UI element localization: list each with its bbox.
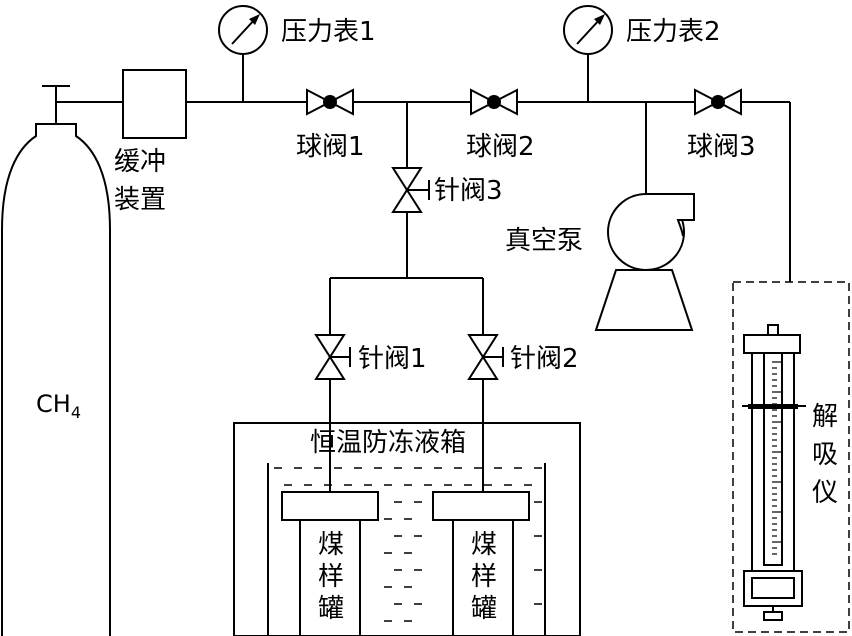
- ball-valve3-label: 球阀3: [687, 132, 756, 162]
- pump-label: 真空泵: [505, 226, 583, 256]
- desorber-char3: 仪: [812, 478, 838, 508]
- antifreeze-liquid: [274, 467, 542, 622]
- gauge1-label: 压力表1: [281, 17, 376, 47]
- desorber-char2: 吸: [812, 440, 838, 470]
- needle-valve-3: 针阀3: [391, 167, 503, 213]
- coal-tank1-char3: 罐: [318, 594, 344, 624]
- desorption-instrument: 解 吸 仪: [732, 281, 850, 633]
- buffer-label-line2: 装置: [114, 185, 166, 215]
- ball-valve1-label: 球阀1: [296, 132, 365, 162]
- needle-valve2-label: 针阀2: [510, 344, 579, 374]
- cylinder-label: CH4: [36, 390, 81, 422]
- ball-valve-2: 球阀2: [466, 88, 535, 162]
- coal-tank2-char1: 煤: [471, 530, 497, 560]
- buffer-device: 缓冲 装置: [114, 69, 187, 215]
- needle-valve1-label: 针阀1: [358, 344, 427, 374]
- coal-sample-tank-2: 煤 样 罐: [432, 491, 530, 636]
- needle-valve-2: 针阀2: [467, 334, 579, 380]
- coal-tank2-char2: 样: [471, 562, 497, 592]
- ball-valve-1: 球阀1: [296, 88, 365, 162]
- coal-tank1-char2: 样: [318, 562, 344, 592]
- desorber-char1: 解: [812, 402, 838, 432]
- coal-tank1-char1: 煤: [318, 530, 344, 560]
- coal-tank2-char3: 罐: [471, 594, 497, 624]
- ball-valve-3: 球阀3: [687, 88, 756, 162]
- needle-valve3-label: 针阀3: [434, 176, 503, 206]
- gauge2-label: 压力表2: [626, 17, 721, 47]
- buffer-label-line1: 缓冲: [114, 147, 166, 177]
- ch4-gas-cylinder: CH4: [0, 85, 111, 636]
- bath-label: 恒温防冻液箱: [310, 428, 466, 458]
- graduation-marks: [772, 361, 781, 555]
- ball-valve2-label: 球阀2: [466, 132, 535, 162]
- pressure-gauge-1: 压力表1: [218, 5, 376, 55]
- vacuum-pump: 真空泵: [505, 193, 695, 331]
- constant-temperature-bath: 恒温防冻液箱: [233, 422, 581, 636]
- coal-sample-tank-1: 煤 样 罐: [281, 491, 379, 636]
- pressure-gauge-2: 压力表2: [563, 5, 721, 55]
- needle-valve-1: 针阀1: [314, 334, 427, 380]
